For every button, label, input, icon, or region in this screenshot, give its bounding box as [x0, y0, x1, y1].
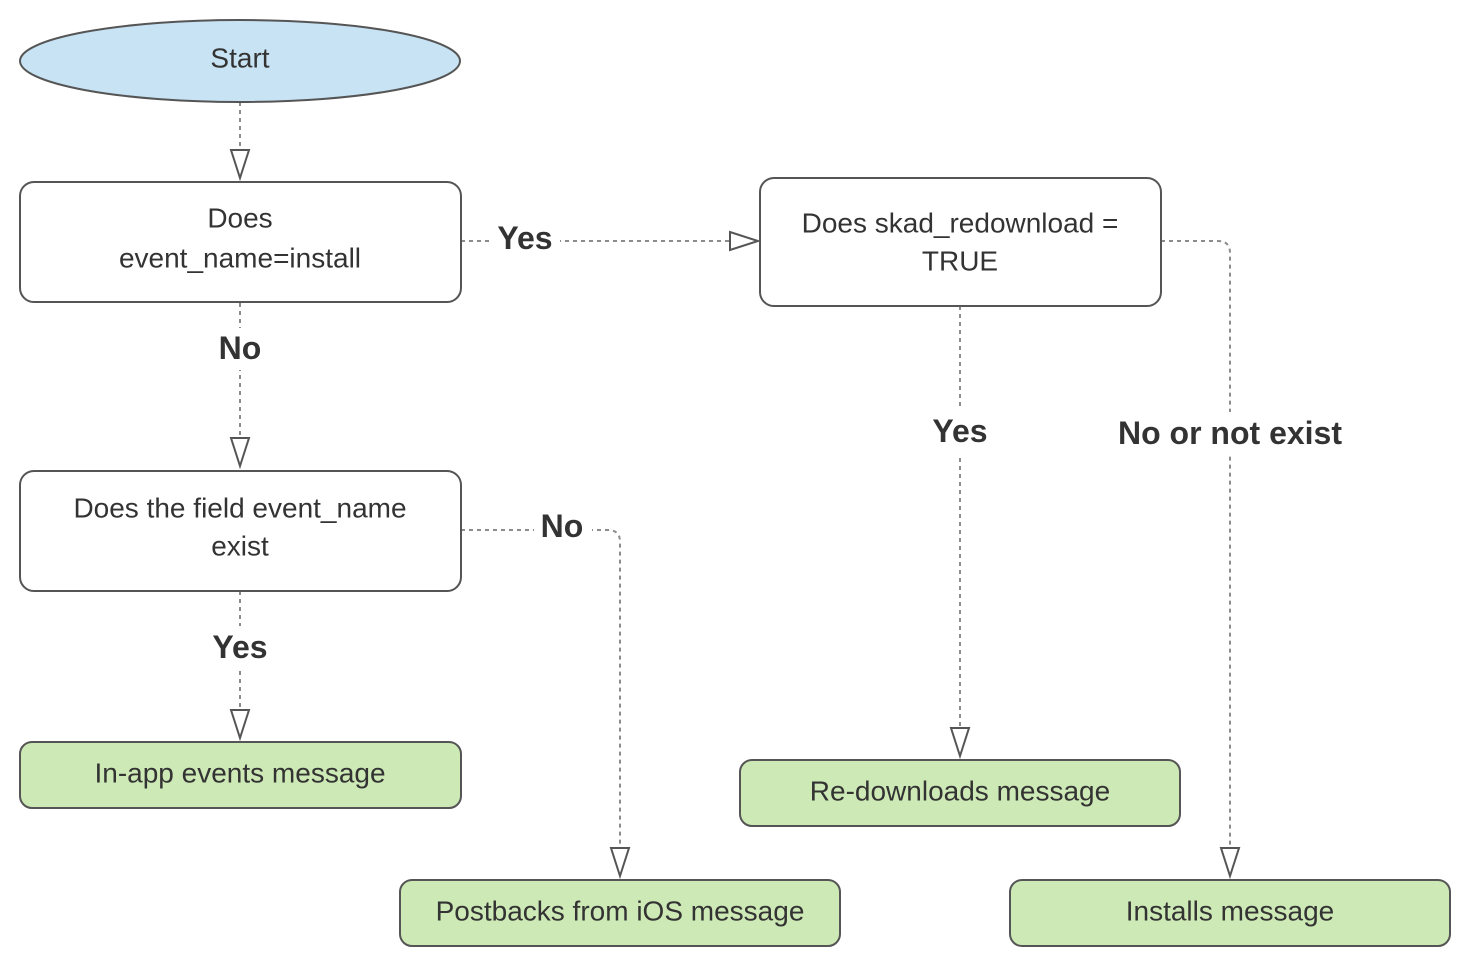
decision-field-exists-line1: Does the field event_name	[73, 493, 406, 524]
edge-label-redownload-yes: Yes	[932, 413, 987, 449]
connector-field-to-postbacks	[461, 529, 621, 848]
edge-label-redownload-no: No or not exist	[1118, 415, 1342, 451]
edge-label-field-no: No	[541, 508, 584, 544]
decision-skad-redownload-line2: TRUE	[922, 246, 998, 277]
edge-label-install-no: No	[219, 330, 262, 366]
arrowhead-down-icon	[949, 727, 971, 760]
edge-label-field-yes: Yes	[212, 629, 267, 665]
arrowhead-down-icon	[609, 847, 631, 880]
result-redownloads-message: Re-downloads message	[739, 759, 1181, 827]
connector-redownload-to-installs	[1161, 240, 1231, 848]
arrowhead-down-icon	[1219, 847, 1241, 880]
result-installs-label: Installs message	[1126, 896, 1335, 927]
arrowhead-down-icon	[229, 437, 251, 470]
arrowhead-right-icon	[729, 230, 762, 252]
start-label: Start	[210, 43, 269, 74]
decision-is-install: Does event_name=install	[19, 181, 462, 303]
edge-labels: Yes No No Yes Yes No or not exist	[203, 218, 1360, 670]
decision-skad-redownload-line1: Does skad_redownload =	[802, 208, 1119, 239]
decision-field-exists-line2: exist	[211, 531, 269, 562]
result-postbacks-message: Postbacks from iOS message	[399, 879, 841, 947]
start-node: Start	[19, 19, 461, 103]
decision-is-install-line2: event_name=install	[119, 243, 361, 274]
arrowhead-down-icon	[229, 149, 251, 182]
arrowheads	[229, 149, 1241, 880]
arrowhead-down-icon	[229, 709, 251, 742]
decision-skad-redownload: Does skad_redownload = TRUE	[759, 177, 1162, 307]
decision-is-install-line1: Does	[207, 203, 272, 234]
result-redownloads-label: Re-downloads message	[810, 776, 1110, 807]
result-inapp-events-message: In-app events message	[19, 741, 462, 809]
edge-label-install-yes: Yes	[497, 220, 552, 256]
decision-field-exists: Does the field event_name exist	[19, 470, 462, 592]
result-postbacks-label: Postbacks from iOS message	[436, 896, 805, 927]
result-installs-message: Installs message	[1009, 879, 1451, 947]
result-inapp-events-label: In-app events message	[94, 758, 385, 789]
